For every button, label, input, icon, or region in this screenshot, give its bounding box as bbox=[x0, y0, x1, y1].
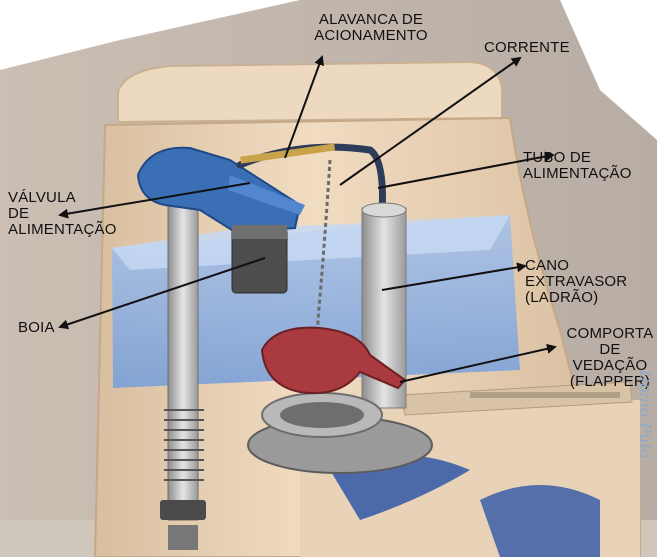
watermark: Domo Pulo bbox=[636, 370, 655, 458]
label-tubo-de-alimentacao: TUBO DE ALIMENTAÇÃO bbox=[523, 150, 632, 182]
label-cano-extravasor: CANO EXTRAVASOR (LADRÃO) bbox=[525, 258, 627, 306]
label-valvula-de-alimentacao: VÁLVULA DE ALIMENTAÇÃO bbox=[8, 190, 117, 238]
flush-valve-hole bbox=[280, 402, 364, 428]
fill-valve-nut-2 bbox=[168, 525, 198, 550]
label-alavanca-de-acionamento: ALAVANCA DE ACIONAMENTO bbox=[296, 12, 446, 44]
label-boia: BOIA bbox=[18, 320, 55, 336]
fill-valve-nut bbox=[160, 500, 206, 520]
trapway-blue-2 bbox=[480, 485, 600, 557]
float-cup-top bbox=[232, 225, 287, 239]
rim-holes bbox=[470, 392, 620, 398]
label-corrente: CORRENTE bbox=[484, 40, 570, 56]
overflow-tube-top bbox=[362, 203, 406, 217]
